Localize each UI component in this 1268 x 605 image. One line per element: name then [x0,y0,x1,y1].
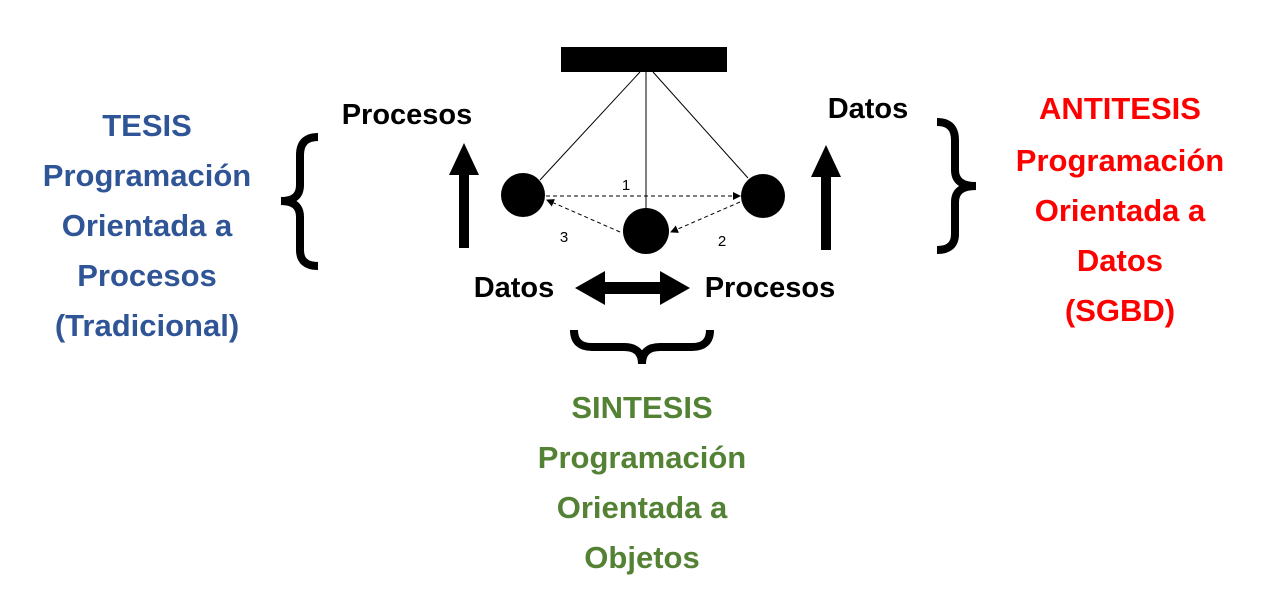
newtons-cradle: 1 2 3 [501,47,785,254]
antitesis-line: Orientada a [1035,193,1206,228]
tesis-line: (Tradicional) [55,308,239,343]
tesis-line: Programación [43,158,251,193]
ball-center [623,208,669,254]
right-brace [936,118,977,254]
sintesis-line: Objetos [584,540,699,575]
pendulum-bar [561,47,727,72]
tesis-title: TESIS [102,108,192,143]
label-datos-top: Datos [828,93,909,125]
ball-left [501,173,545,217]
left-brace [280,133,319,270]
label-datos-bottom: Datos [474,272,555,304]
antitesis-line: Datos [1077,243,1163,278]
dashed-arrow-3 [546,199,621,233]
step-1-label: 1 [622,177,630,194]
tesis-line: Procesos [77,258,217,293]
string-left [539,71,641,181]
tesis-line: Orientada a [62,208,233,243]
sintesis-block: SINTESIS Programación Orientada a Objeto… [538,390,746,575]
label-procesos-bottom: Procesos [705,272,836,304]
sintesis-title: SINTESIS [571,390,712,425]
antitesis-line: (SGBD) [1065,293,1175,328]
label-procesos-top: Procesos [342,99,473,131]
tesis-block: TESIS Programación Orientada a Procesos … [43,108,251,343]
sintesis-line: Orientada a [557,490,728,525]
antitesis-block: ANTITESIS Programación Orientada a Datos… [1016,91,1224,328]
up-arrow-right-icon [811,145,841,250]
dashed-arrow-2 [670,201,741,233]
up-arrow-left-icon [449,143,479,248]
string-right [652,71,749,179]
antitesis-title: ANTITESIS [1039,91,1201,126]
step-3-label: 3 [560,229,568,246]
ball-right [741,174,785,218]
step-2-label: 2 [718,233,726,250]
sintesis-line: Programación [538,440,746,475]
antitesis-line: Programación [1016,143,1224,178]
double-arrow-icon [575,271,690,305]
bottom-brace [570,329,714,365]
